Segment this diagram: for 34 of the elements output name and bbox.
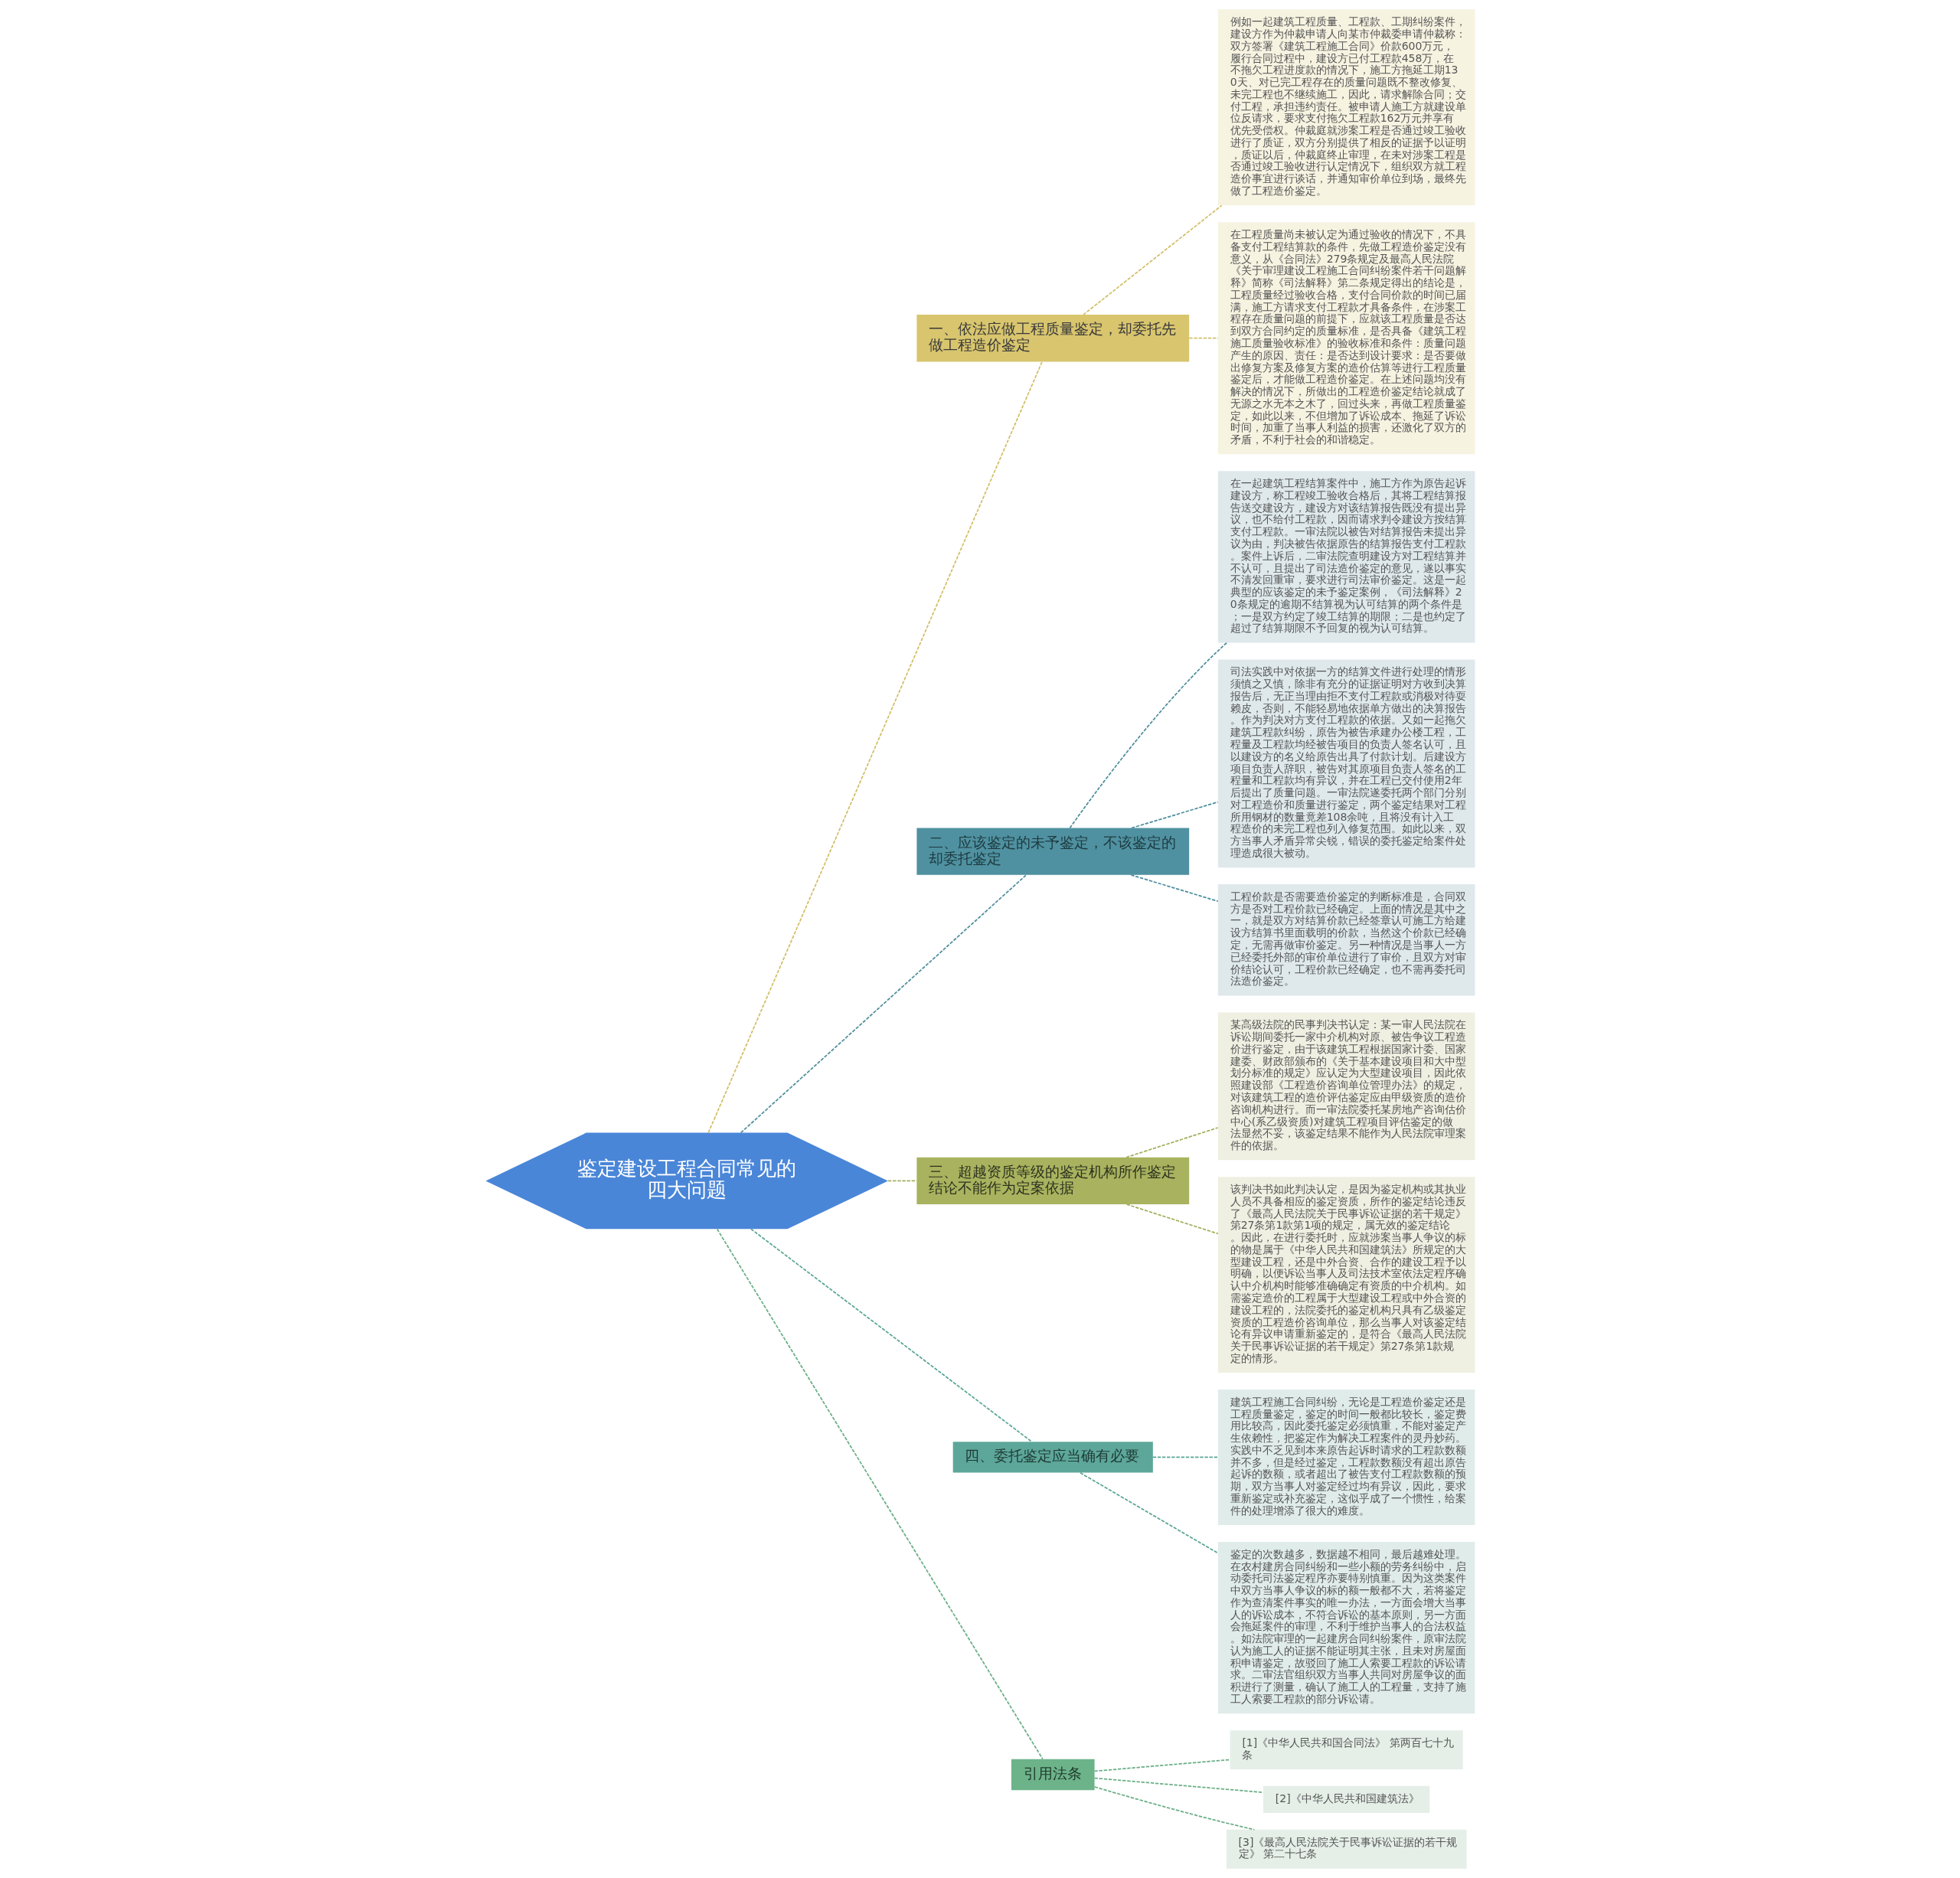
connector <box>1130 801 1218 829</box>
connector <box>1069 642 1227 829</box>
node-box: 鉴定的次数越多，数据越不相同，最后越难处理。在农村建房合同纠纷和一些小额的劳务纠纷中，启动委托司法鉴定程序亦要特别慎重。因为这类案件中双方当事人争议的标的额一般都不大，若将鉴定作为查清案件事实的唯一办法，一方面会增大当事人的诉讼成本，不符合诉讼的基本原则，另一方面会拖延案件的审理，不利于维护当事人的合法权益。如法院审理的一起建房合同纠纷案件，原审法院认为施工人的证据不能证明其主张，且未对房屋面积申请鉴定，故驳回了施工人索要工程款的诉讼请求。二审法官组织双方当事人共同对房屋争议的面积进行了测量，确认了施工人的工程量，支持了施工人索要工程款的部分诉讼请。 <box>1217 1541 1475 1714</box>
node-box: 在工程质量尚未被认定为通过验收的情况下，不具备支付工程结算款的条件，先做工程造价鉴定没有意义，从《合同法》279条规定及最高人民法院《关于审理建设工程施工合同纠纷案件若干问题解释》简称《司法解释》第二条规定得出的结论是，工程质量经过验收合格，支付合同价款的时间已届满，施工方请求支付工程款才具备条件，在涉案工程存在质量问题的前提下，应就该工程质量是否达到双方合同约定的质量标准，是否具备《建筑工程施工质量验收标准》的验收标准和条件：质量问题产生的原因、责任：是否达到设计要求：是否要做出修复方案及修复方案的造价估算等进行工程质量鉴定后，才能做工程造价鉴定。在上述问题均没有解决的情况下，所做出的工程造价鉴定结论就成了无源之水无本之木了，回过头来，再做工程质量鉴定，如此以来，不但增加了诉讼成本、拖延了诉讼时间，加重了当事人利益的损害，还激化了双方的矛盾，不利于社会的和谐稳定。 <box>1217 222 1475 455</box>
node-box: 引用法条 <box>1011 1759 1095 1791</box>
connector <box>1079 1471 1219 1554</box>
node-box: 三、超越资质等级的鉴定机构所作鉴定结论不能作为定案依据 <box>916 1157 1189 1205</box>
connector <box>887 1180 917 1182</box>
node-box: [3]《最高人民法院关于民事诉讼证据的若干规定》 第二十七条 <box>1226 1829 1467 1869</box>
connector <box>750 1228 1032 1442</box>
connector <box>740 874 1027 1134</box>
node-box: 在一起建筑工程结算案件中，施工方作为原告起诉建设方，称工程竣工验收合格后，其将工程结算报告送交建设方，建设方对该结算报告既没有提出异议，也不给付工程款，因而请求判令建设方按结算支付工程款。一审法院以被告对结算报告未提出异议为由，判决被告依据原告的结算报告支付工程款。案件上诉后，二审法院查明建设方对工程结算并不认可，且提出了司法造价鉴定的意见，遂以事实不清发回重审，要求进行司法审价鉴定。这是一起典型的应该鉴定的未予鉴定案例，《司法解释》20条规定的逾期不结算视为认可结算的两个条件是；一是双方约定了竣工结算的期限；二是也约定了超过了结算期限不予回复的视为认可结算。 <box>1217 471 1475 643</box>
node-box: 该判决书如此判决认定，是因为鉴定机构或其执业人员不具备相应的鉴定资质，所作的鉴定结论违反了《最高人民法院关于民事诉讼证据的若干规定》第27条第1款第1项的规定，属无效的鉴定结论。因此，在进行委托时，应就涉案当事人争议的标的物是属于《中华人民共和国建筑法》所规定的大型建设工程，还是中外合资、合作的建设工程予以明确，以便诉讼当事人及司法技术室依法定程序确认中介机构时能够准确确定有资质的中介机构。如需鉴定造价的工程属于大型建设工程或中外合资的建设工程的，法院委托的鉴定机构只具有乙级鉴定资质的工程造价咨询单位，那么当事人对该鉴定结论有异议申请重新鉴定的，是符合《最高人民法院关于民事诉讼证据的若干规定》第27条第1款规定的情形。 <box>1217 1177 1475 1373</box>
node-box: 建筑工程施工合同纠纷，无论是工程造价鉴定还是工程质量鉴定，鉴定的时间一般都比较长，鉴定费用比较高，因此委托鉴定必须慎重，不能对鉴定产生依赖性，把鉴定作为解决工程案件的灵丹妙药。实践中不乏见到本来原告起诉时请求的工程款数额并不多，但是经过鉴定，工程款数额没有超出原告起诉的数额，或者超出了被告支付工程款数额的预期，双方当事人对鉴定经过均有异议，因此，要求重新鉴定或补充鉴定，这似乎成了一个惯性，给案件的处理增添了很大的难度。 <box>1217 1389 1475 1525</box>
connector <box>1082 204 1222 315</box>
node-box: 工程价款是否需要造价鉴定的判断标准是，合同双方是否对工程价款已经确定。上面的情况是其中之一，就是双方对结算价款已经签章认可施工方给建设方结算书里面载明的价款，当然这个价款已经确定，无需再做审价鉴定。另一种情况是当事人一方已经委托外部的审价单位进行了审价，且双方对审价结论认可，工程价款已经确定，也不需再委托司法造价鉴定。 <box>1217 884 1475 996</box>
connector <box>716 1228 1044 1760</box>
connector <box>707 361 1043 1134</box>
connector <box>1187 337 1219 339</box>
node-box: 司法实践中对依据一方的结算文件进行处理的情形须慎之又慎，除非有充分的证据证明对方收到决算报告后，无正当理由拒不支付工程款或消极对待耍赖皮，否则，不能轻易地依据单方做出的决算报告。作为判决对方支付工程款的依据。又如一起拖欠建筑工程款纠纷，原告为被告承建办公楼工程，工程量及工程款均经被告项目的负责人签名认可，且以建设方的名义给原告出具了付款计划。后建设方项目负责人辞职，被告对其原项目负责人签名的工程量和工程款均有异议，并在工程已交付使用2年后提出了质量问题。一审法院遂委托两个部门分别对工程造价和质量进行鉴定，两个鉴定结果对工程所用钢材的数量竟差108余吨，且将没有计入工程造价的未完工程也列入修复范围。如此以来，双方当事人矛盾异常尖锐，错误的委托鉴定给案件处理造成很大被动。 <box>1217 659 1475 868</box>
connector <box>1152 1456 1218 1458</box>
connector <box>1093 1759 1230 1772</box>
connector <box>1125 1127 1218 1158</box>
connector <box>1093 1777 1264 1794</box>
node-box: 例如一起建筑工程质量、工程款、工期纠纷案件，建设方作为仲裁申请人向某市仲裁委申请仲裁称：双方签署《建筑工程施工合同》价款600万元，履行合同过程中，建设方已付工程款458万，在不拖欠工程进度款的情况下，施工方拖延工期130天、对已完工程存在的质量问题既不整改修复、未完工程也不继续施工，因此，请求解除合同；交付工程，承担违约责任。被申请人施工方就建设单位反请求，要求支付拖欠工程款162万元并享有优先受偿权。仲裁庭就涉案工程是否通过竣工验收进行了质证，双方分别提供了相反的证据予以证明，质证以后，仲裁庭终止审理，在未对涉案工程是否通过竣工验收进行认定情况下，组织双方就工程造价事宜进行谈话，并通知审价单位到场，最终先做了工程造价鉴定。 <box>1217 9 1475 206</box>
node-box: 一、依法应做工程质量鉴定，却委托先做工程造价鉴定 <box>916 315 1189 362</box>
node-box: 四、委托鉴定应当确有必要 <box>952 1442 1153 1473</box>
node-box: [2]《中华人民共和国建筑法》 <box>1263 1785 1429 1813</box>
node-box: 某高级法院的民事判决书认定：某一审人民法院在诉讼期间委托一家中介机构对原、被告争议工程造价进行鉴定，由于该建筑工程根据国家计委、国家建委、财政部颁布的《关于基本建设项目和大中型划分标准的规定》应认定为大型建设项目，因此依照建设部《工程造价咨询单位管理办法》的规定，对该建筑工程的造价评估鉴定应由甲级资质的造价咨询机构进行。而一审法院委托某房地产咨询估价中心(系乙级资质)对建筑工程项目评估鉴定的做法显然不妥，该鉴定结果不能作为人民法院审理案件的依据。 <box>1217 1012 1475 1161</box>
connector <box>1093 1786 1255 1831</box>
node-box: [1]《中华人民共和国合同法》 第两百七十九条 <box>1230 1730 1463 1769</box>
connector <box>1125 1204 1219 1235</box>
connector <box>1130 874 1219 903</box>
node-box: 二、应该鉴定的未予鉴定，不该鉴定的却委托鉴定 <box>916 828 1189 875</box>
